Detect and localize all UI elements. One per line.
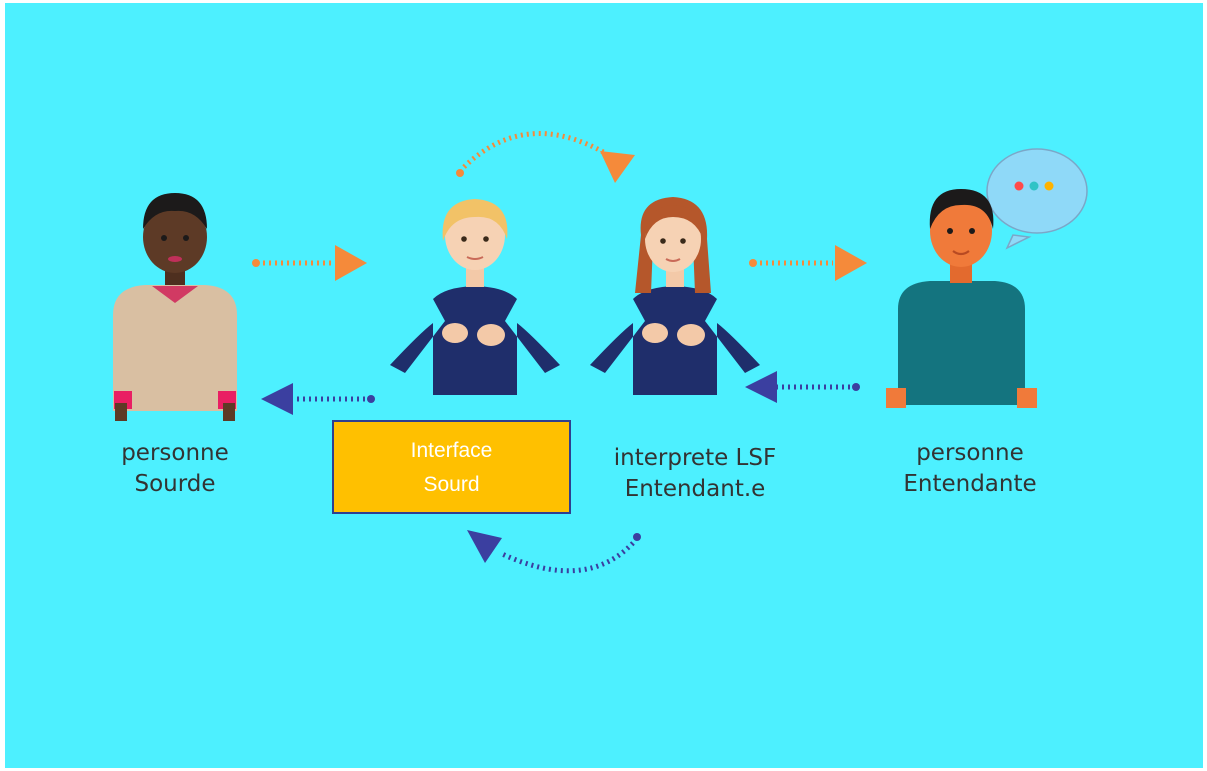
label-line: personne [916,440,1024,466]
arrow-hearing-to-interpreter [745,371,860,403]
label-line: interprete LSF [613,445,777,471]
label-line: Entendant.e [624,476,766,502]
interpretation-diagram [113,131,1088,574]
diagram-canvas: personne Sourde Interface Sourd interpre… [5,3,1203,768]
label-line: Sourde [134,471,216,497]
label-hearing-interpreter: interprete LSF Entendant.e [585,443,805,505]
hearing-interpreter-figure [590,197,760,395]
label-line: Entendante [903,471,1037,497]
arrow-interpreter-to-deaf [261,383,375,415]
box-line: Sourd [423,473,480,496]
speech-bubble-icon [986,148,1088,250]
deaf-person-figure [113,193,237,421]
deaf-interpreter-figure [390,199,560,395]
label-line: personne [121,440,229,466]
arrow-top-curve [456,131,635,183]
box-line: Interface [410,439,493,462]
interface-sourd-box: Interface Sourd [332,420,571,514]
arrow-deaf-to-interpreter [252,245,367,281]
label-deaf-person: personne Sourde [100,438,250,500]
hearing-person-figure [886,189,1037,408]
label-hearing-person: personne Entendante [885,438,1055,500]
arrow-interpreter-to-hearing [749,245,867,281]
arrow-bottom-curve [467,530,641,574]
